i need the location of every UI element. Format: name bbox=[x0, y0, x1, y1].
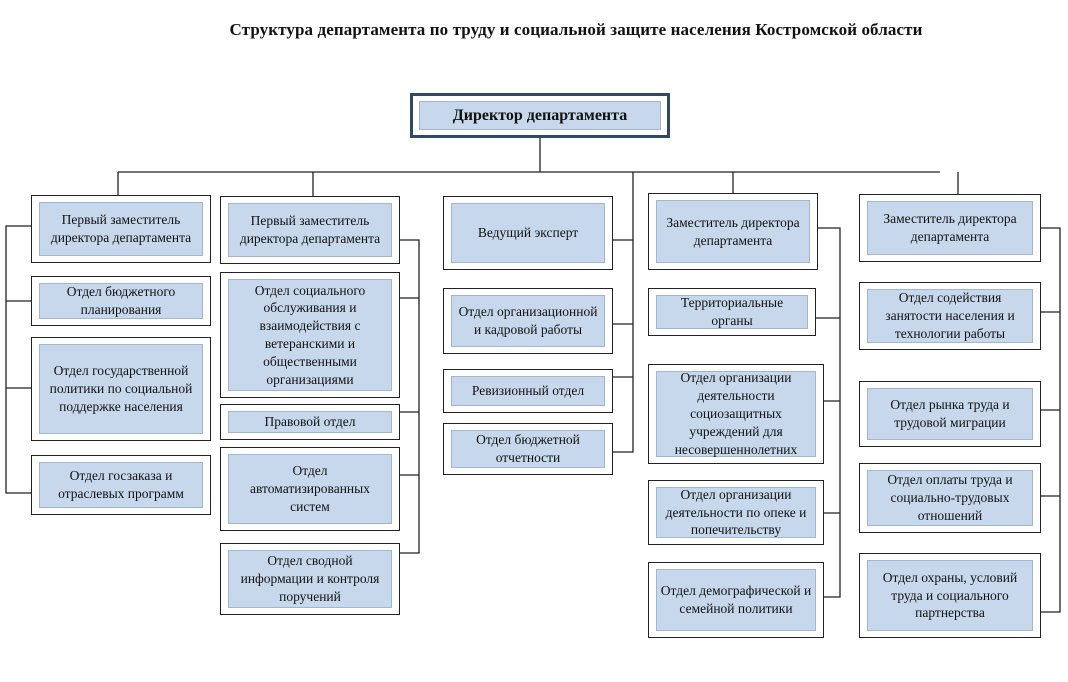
col3-unit-box: Отдел бюджетной отчетности bbox=[443, 423, 613, 475]
col3-unit-label: Отдел организационной и кадровой работы bbox=[451, 295, 605, 347]
col2-unit-box: Отдел сводной информации и контроля пору… bbox=[220, 543, 400, 615]
col1-unit-label: Отдел госзаказа и отраслевых программ bbox=[39, 462, 203, 508]
col5-unit-label: Отдел рынка труда и трудовой миграции bbox=[867, 388, 1033, 440]
col4-unit-box: Отдел демографической и семейной политик… bbox=[648, 562, 824, 638]
col2-unit-label: Отдел социального обслуживания и взаимод… bbox=[228, 279, 392, 391]
connector-col4-bracket bbox=[815, 227, 841, 598]
col5-unit-box: Отдел оплаты труда и социально-трудовых … bbox=[859, 463, 1041, 533]
col4-unit-label: Территориальные органы bbox=[656, 295, 808, 329]
col2-unit-box: Отдел социального обслуживания и взаимод… bbox=[220, 272, 400, 398]
col5-unit-box: Отдел охраны, условий труда и социальног… bbox=[859, 553, 1041, 638]
col2-unit-box: Правовой отдел bbox=[220, 404, 400, 440]
col1-unit-box: Отдел государственной политики по социал… bbox=[31, 337, 211, 441]
col4-head-box: Заместитель директора департамента bbox=[648, 193, 818, 270]
col5-head-label: Заместитель директора департамента bbox=[867, 201, 1033, 255]
col5-head-box: Заместитель директора департамента bbox=[859, 194, 1041, 262]
connector-col3-bracket bbox=[612, 172, 634, 453]
col4-head-label: Заместитель директора департамента bbox=[656, 200, 810, 263]
col3-unit-box: Отдел организационной и кадровой работы bbox=[443, 288, 613, 354]
col2-unit-label: Отдел сводной информации и контроля пору… bbox=[228, 550, 392, 608]
col2-unit-box: Отдел автоматизированных систем bbox=[220, 447, 400, 531]
col5-unit-label: Отдел охраны, условий труда и социальног… bbox=[867, 560, 1033, 631]
col3-unit-box: Ревизионный отдел bbox=[443, 369, 613, 413]
col1-unit-label: Отдел государственной политики по социал… bbox=[39, 344, 203, 434]
col3-unit-label: Ревизионный отдел bbox=[451, 376, 605, 406]
col3-head-label: Ведущий эксперт bbox=[451, 203, 605, 263]
col1-unit-box: Отдел госзаказа и отраслевых программ bbox=[31, 455, 211, 515]
col4-unit-box: Отдел организации деятельности социозащи… bbox=[648, 364, 824, 464]
col5-unit-label: Отдел содействия занятости населения и т… bbox=[867, 289, 1033, 343]
col4-unit-label: Отдел демографической и семейной политик… bbox=[656, 569, 816, 631]
col5-unit-box: Отдел рынка труда и трудовой миграции bbox=[859, 381, 1041, 447]
col5-unit-label: Отдел оплаты труда и социально-трудовых … bbox=[867, 470, 1033, 526]
col3-head-box: Ведущий эксперт bbox=[443, 196, 613, 270]
col1-head-box: Первый заместитель директора департамент… bbox=[31, 195, 211, 263]
director-label: Директор департамента bbox=[419, 101, 661, 130]
col1-unit-label: Отдел бюджетного планирования bbox=[39, 283, 203, 319]
col1-unit-box: Отдел бюджетного планирования bbox=[31, 276, 211, 326]
col4-unit-box: Территориальные органы bbox=[648, 288, 816, 336]
connector-col2-bracket bbox=[399, 239, 420, 554]
col4-unit-label: Отдел организации деятельности социозащи… bbox=[656, 370, 816, 457]
col2-head-box: Первый заместитель директора департамент… bbox=[220, 196, 400, 264]
col5-unit-box: Отдел содействия занятости населения и т… bbox=[859, 282, 1041, 350]
col2-unit-label: Отдел автоматизированных систем bbox=[228, 454, 392, 524]
connector-col1-bracket bbox=[5, 225, 32, 494]
connector-col5-bracket bbox=[1040, 227, 1061, 613]
director-box: Директор департамента bbox=[410, 93, 670, 138]
col4-unit-label: Отдел организации деятельности по опеке … bbox=[656, 487, 816, 538]
col2-head-label: Первый заместитель директора департамент… bbox=[228, 203, 392, 257]
col2-unit-label: Правовой отдел bbox=[228, 411, 392, 433]
diagram-title: Структура департамента по труду и социал… bbox=[229, 20, 923, 39]
col1-head-label: Первый заместитель директора департамент… bbox=[39, 202, 203, 256]
col3-unit-label: Отдел бюджетной отчетности bbox=[451, 430, 605, 468]
col4-unit-box: Отдел организации деятельности по опеке … bbox=[648, 480, 824, 545]
